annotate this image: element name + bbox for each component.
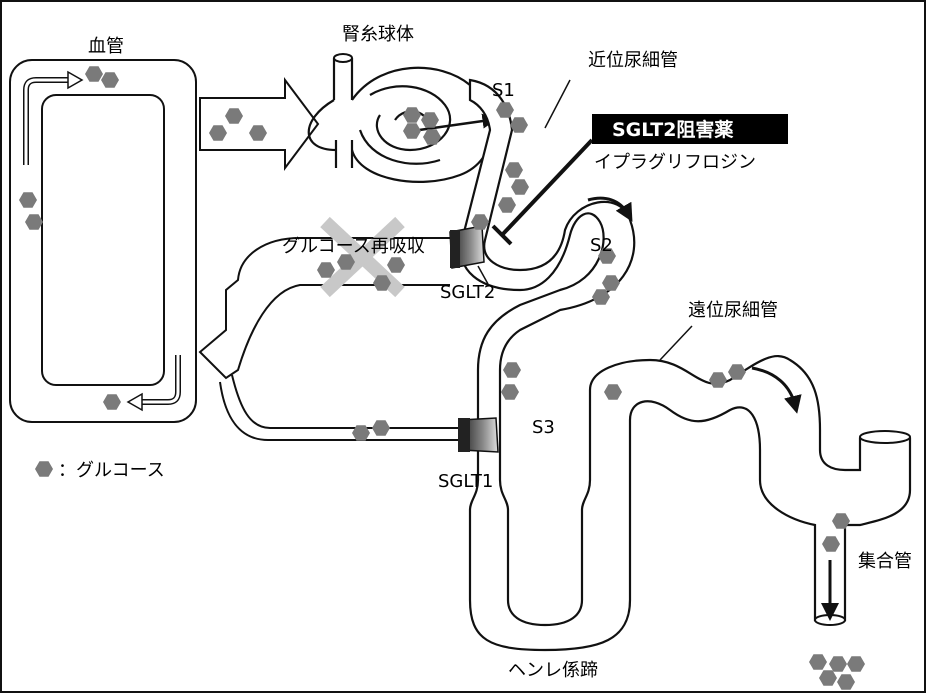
label-loop-of-henle: ヘンレ係蹄 <box>508 660 598 681</box>
sglt2-reabsorption-arrow <box>198 237 450 380</box>
label-ipragliflozin: イプラグリフロジン <box>594 152 756 173</box>
label-s2: S2 <box>590 235 613 256</box>
label-distal-tubule: 遠位尿細管 <box>688 300 778 321</box>
label-blood-vessel: 血管 <box>88 36 124 57</box>
s2-flow-arrow <box>587 196 633 222</box>
legend-glucose-icon <box>35 461 53 477</box>
sglt1-reabsorption-arrow <box>219 374 480 441</box>
inhibitor-block-line <box>500 138 594 237</box>
label-glomerulus: 腎糸球体 <box>342 24 414 45</box>
sglt2-leader-line <box>477 265 489 285</box>
label-sglt1: SGLT1 <box>438 471 493 492</box>
label-sglt2-inhibitor: SGLT2阻害薬 <box>612 118 733 141</box>
blood-vessel <box>9 59 197 423</box>
label-s3: S3 <box>532 417 555 438</box>
inhibitor-block-bar <box>491 224 513 246</box>
label-sglt2: SGLT2 <box>440 282 495 303</box>
label-s1: S1 <box>492 80 515 101</box>
sglt1-transporter <box>458 417 499 453</box>
distal-flow-arrow <box>751 366 802 414</box>
label-legend-glucose: ：グルコース <box>58 460 165 481</box>
label-proximal-tubule: 近位尿細管 <box>588 50 678 71</box>
collecting-duct-bottom <box>814 614 846 626</box>
filtration-arrow <box>199 77 320 171</box>
label-collecting-duct: 集合管 <box>858 551 912 572</box>
inhibitor-label-box <box>592 114 788 144</box>
distal-tubule-leader <box>659 325 693 361</box>
sglt2-transporter <box>449 225 485 269</box>
label-glucose-reabsorption: グルコース再吸収 <box>282 236 425 257</box>
proximal-tubule-leader <box>544 79 571 129</box>
collecting-duct-top <box>859 430 911 444</box>
